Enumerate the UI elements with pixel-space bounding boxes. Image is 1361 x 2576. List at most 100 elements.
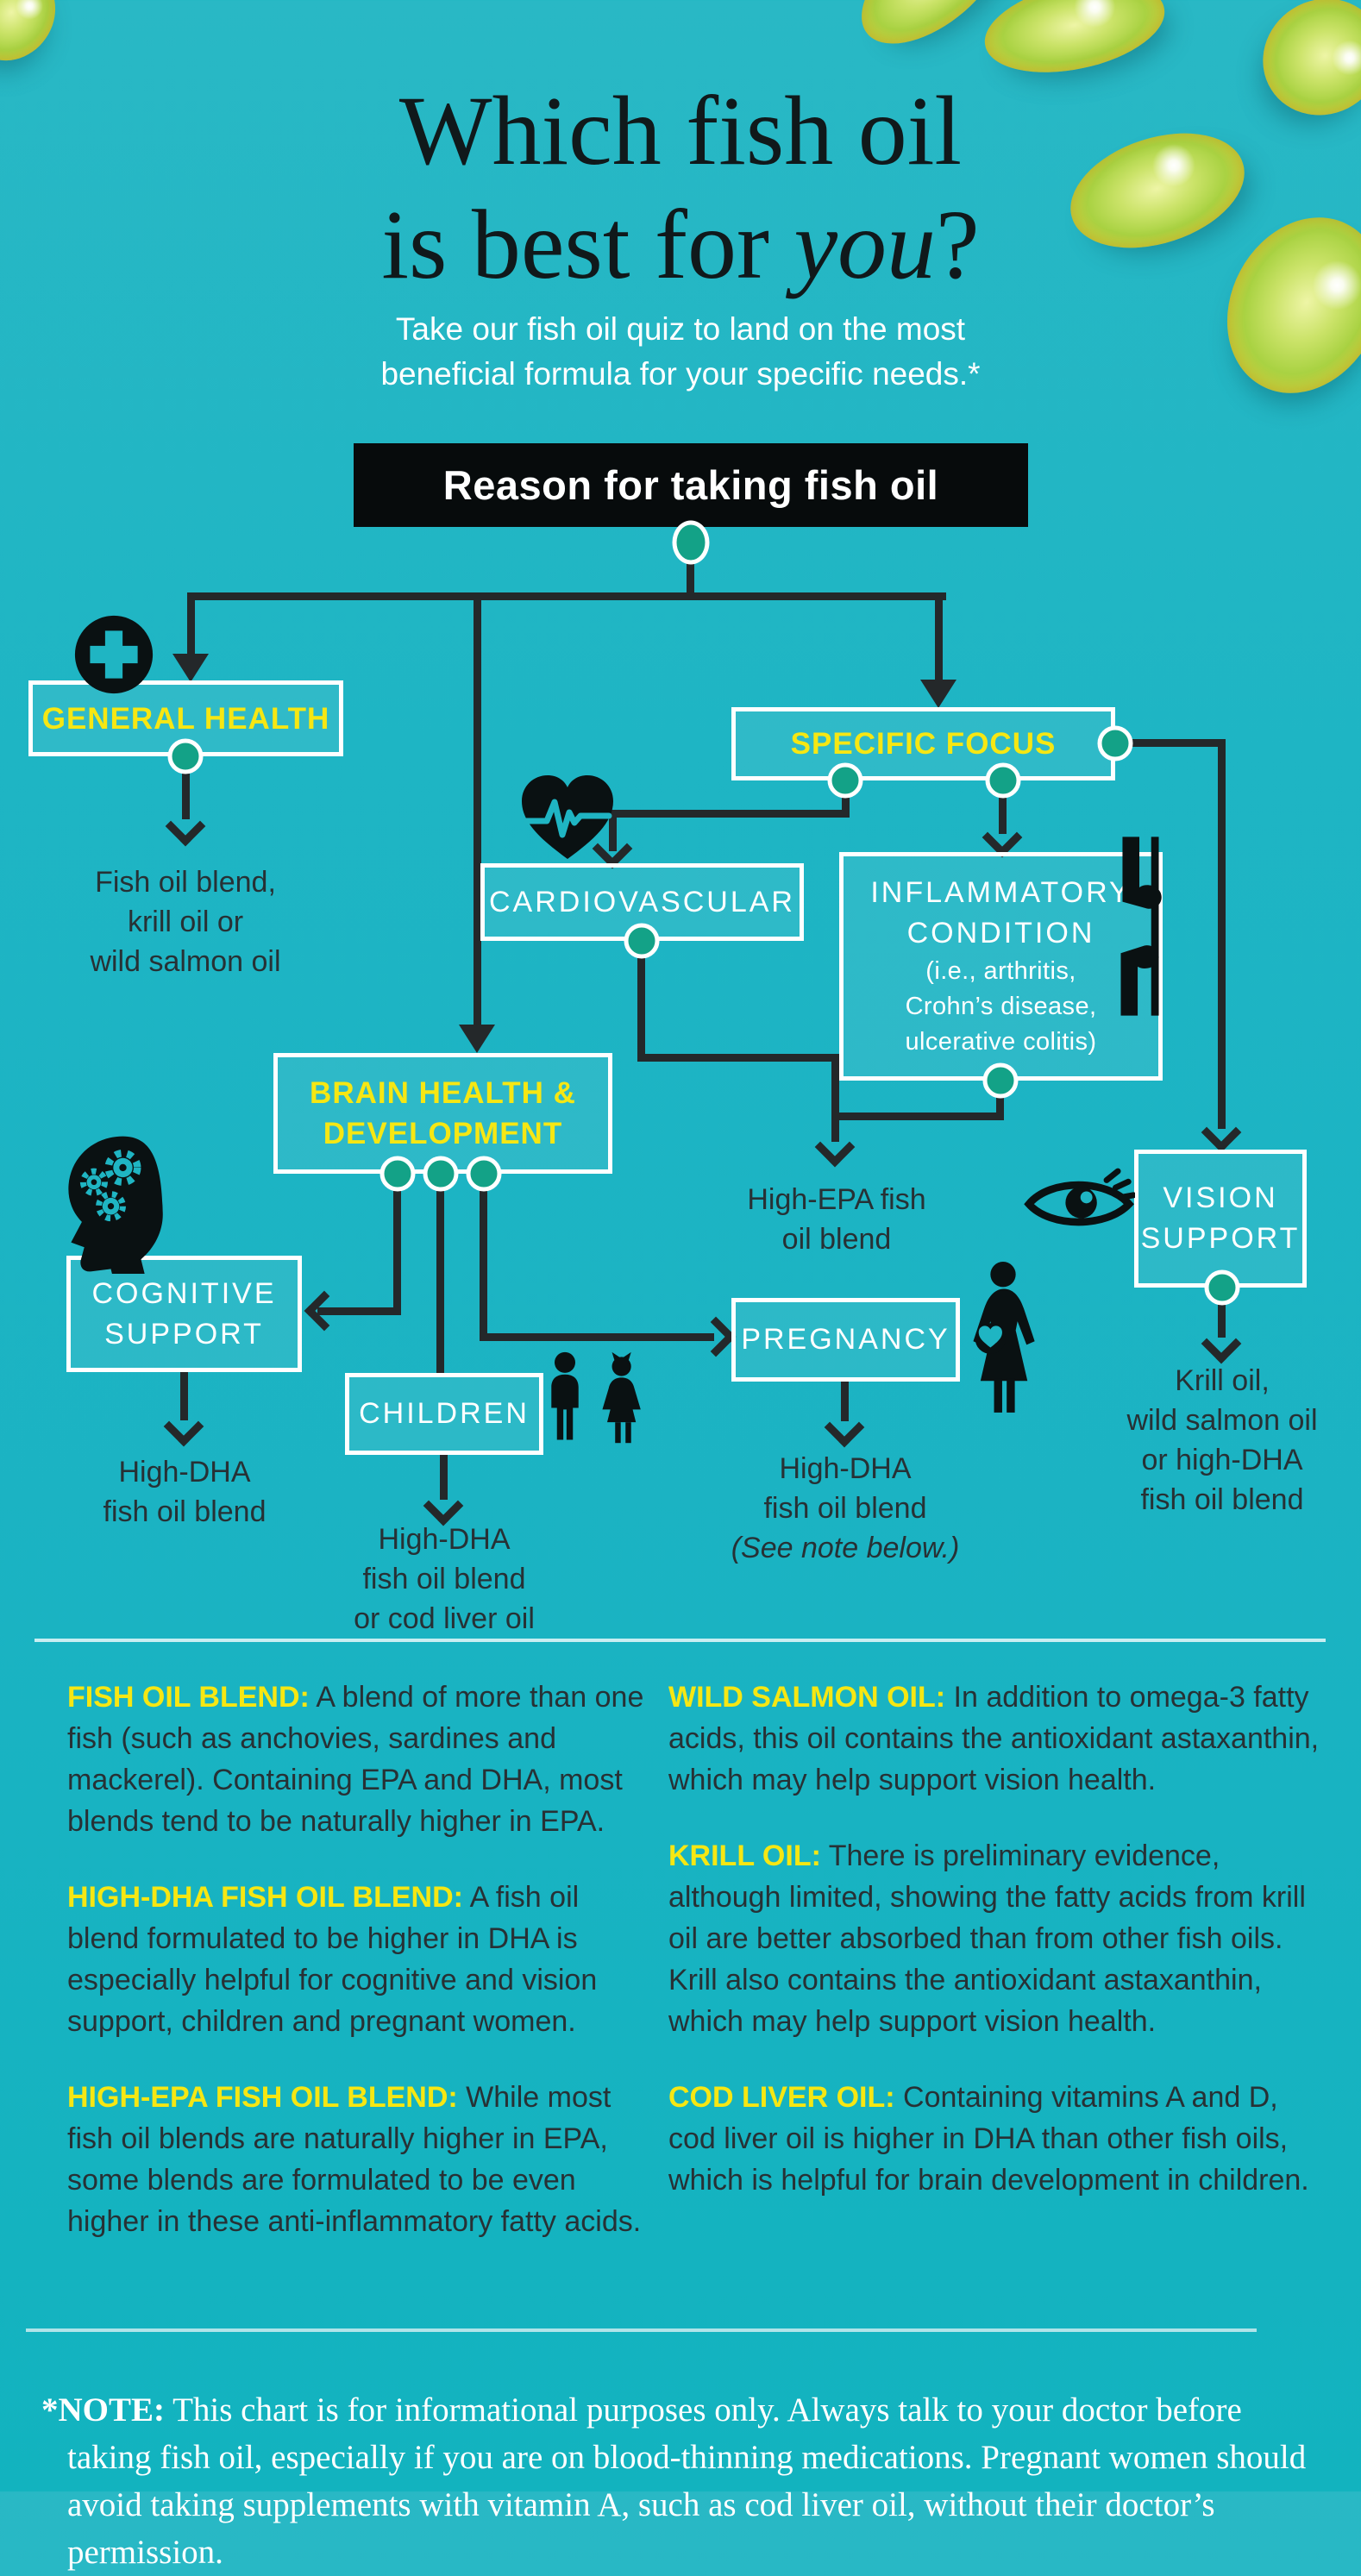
connector-dot <box>423 1156 459 1192</box>
head-gears-icon <box>50 1131 184 1288</box>
connector-line <box>831 1113 1004 1120</box>
definition-high-epa: HIGH-EPA FISH OIL BLEND: While most fish… <box>67 2081 642 2238</box>
connector-line <box>440 1455 448 1500</box>
title-emphasis: you <box>793 190 937 299</box>
node-pregnancy: PREGNANCY <box>731 1298 960 1382</box>
title-line1: Which fish oil <box>398 76 963 185</box>
definition-term: FISH OIL BLEND: <box>67 1681 310 1714</box>
connector-line <box>436 1174 444 1375</box>
definition-term: HIGH-DHA FISH OIL BLEND: <box>67 1881 463 1914</box>
connector-line <box>393 1174 401 1315</box>
arrowhead-down <box>824 1407 865 1448</box>
footnote: *NOTE: This chart is for informational p… <box>41 2391 1307 2571</box>
connector-dot <box>1097 725 1133 762</box>
definition-high-dha: HIGH-DHA FISH OIL BLEND: A fish oil blen… <box>67 1881 598 2038</box>
connector-line <box>637 1054 839 1062</box>
page-title: Which fish oil is best for you? <box>0 74 1361 302</box>
arrowhead-down <box>165 805 206 847</box>
title-line2: is best for you? <box>381 190 980 299</box>
definition-fish-oil-blend: FISH OIL BLEND: A blend of more than one… <box>67 1681 644 1838</box>
arrowhead-down <box>1201 1323 1242 1364</box>
definition-term: WILD SALMON OIL: <box>668 1681 946 1714</box>
connector-line <box>609 810 850 818</box>
node-label: SPECIFIC FOCUS <box>790 727 1057 761</box>
arrowhead-right <box>695 1316 737 1357</box>
connector-line <box>182 769 190 819</box>
heart-pulse-icon <box>516 769 619 870</box>
connector-line <box>180 1372 188 1420</box>
connector-line <box>187 592 946 600</box>
result-pregnancy: High-DHA fish oil blend (See note below.… <box>731 1449 960 1568</box>
section-divider <box>34 1639 1326 1642</box>
connector-line <box>999 780 1007 834</box>
result-general-health: Fish oil blend, krill oil or wild salmon… <box>90 866 281 978</box>
connector-line <box>480 1174 487 1341</box>
connector-line <box>1115 739 1226 747</box>
node-label: GENERAL HEALTH <box>41 701 330 736</box>
node-label: SUPPORT <box>1140 1222 1301 1255</box>
result-high-epa: High-EPA fish oil blend <box>747 1183 926 1256</box>
connector-line <box>935 592 943 681</box>
node-brain-health: BRAIN HEALTH & DEVELOPMENT <box>273 1053 612 1174</box>
connector-line <box>317 1307 401 1315</box>
result-children: High-DHA fish oil blend or cod liver oil <box>354 1523 535 1635</box>
connector-line <box>831 1054 839 1142</box>
connector-dot <box>624 923 660 959</box>
arrowhead-down <box>172 654 209 682</box>
definition-wild-salmon-oil: WILD SALMON OIL: In addition to omega-3 … <box>668 1681 1320 1796</box>
connector-line <box>609 810 617 851</box>
node-label: CONDITION <box>906 917 1095 950</box>
connector-dot <box>985 762 1021 799</box>
connector-line <box>1218 1288 1226 1338</box>
node-label: CARDIOVASCULAR <box>489 885 795 918</box>
connector-line <box>637 941 645 1062</box>
result-cognitive: High-DHA fish oil blend <box>103 1456 267 1528</box>
arrowhead-down <box>1201 1112 1242 1153</box>
definition-term: KRILL OIL: <box>668 1840 821 1872</box>
node-label: INFLAMMATORY <box>870 876 1132 909</box>
connector-line <box>996 1081 1004 1120</box>
arrowhead-down <box>814 1126 856 1168</box>
definition-term: COD LIVER OIL: <box>668 2081 895 2114</box>
connector-dot <box>466 1156 502 1192</box>
connector-line <box>474 592 481 1026</box>
definitions-left-column: FISH OIL BLEND: A blend of more than one… <box>67 1677 647 2277</box>
node-specific-focus: SPECIFIC FOCUS <box>731 707 1115 780</box>
knee-joint-icon <box>1102 835 1178 1022</box>
arrowhead-down <box>459 1025 495 1053</box>
see-note-reference: (See note below.) <box>731 1532 960 1564</box>
connector-dot <box>167 738 204 774</box>
arrowhead-down <box>920 680 956 708</box>
result-vision: Krill oil, wild salmon oil or high-DHA f… <box>1126 1364 1318 1516</box>
root-node-reason: Reason for taking fish oil <box>354 443 1028 527</box>
children-icon <box>542 1351 641 1460</box>
page-subtitle: Take our fish oil quiz to land on the mo… <box>380 311 981 392</box>
connector-line <box>480 1333 714 1341</box>
node-label: COGNITIVE <box>91 1276 277 1310</box>
definition-term: HIGH-EPA FISH OIL BLEND: <box>67 2081 458 2114</box>
connector-dot <box>982 1062 1019 1099</box>
definition-cod-liver-oil: COD LIVER OIL: Containing vitamins A and… <box>668 2081 1309 2197</box>
eye-icon <box>1023 1164 1137 1239</box>
node-children: CHILDREN <box>345 1373 543 1455</box>
node-cognitive-support: COGNITIVE SUPPORT <box>66 1256 302 1372</box>
arrowhead-left <box>304 1290 345 1332</box>
connector-dot <box>1204 1269 1240 1306</box>
medical-plus-icon <box>74 615 154 699</box>
node-label: CHILDREN <box>359 1397 530 1430</box>
connector-line <box>187 592 195 658</box>
connector-line <box>1218 739 1226 1129</box>
node-label: VISION <box>1163 1181 1278 1214</box>
node-label: DEVELOPMENT <box>323 1117 563 1150</box>
node-label: SUPPORT <box>104 1317 264 1351</box>
node-label: BRAIN HEALTH & <box>310 1076 576 1110</box>
fish-oil-capsule <box>0 0 74 78</box>
pregnant-woman-icon <box>956 1261 1051 1419</box>
connector-line <box>841 1382 849 1421</box>
definition-krill-oil: KRILL OIL: There is preliminary evidence… <box>668 1840 1306 2038</box>
definitions-right-column: WILD SALMON OIL: In addition to omega-3 … <box>668 1677 1322 2235</box>
connector-dot <box>827 762 863 799</box>
node-label: PREGNANCY <box>741 1323 950 1356</box>
connector-line <box>842 780 850 818</box>
footnote-divider <box>26 2328 1257 2332</box>
